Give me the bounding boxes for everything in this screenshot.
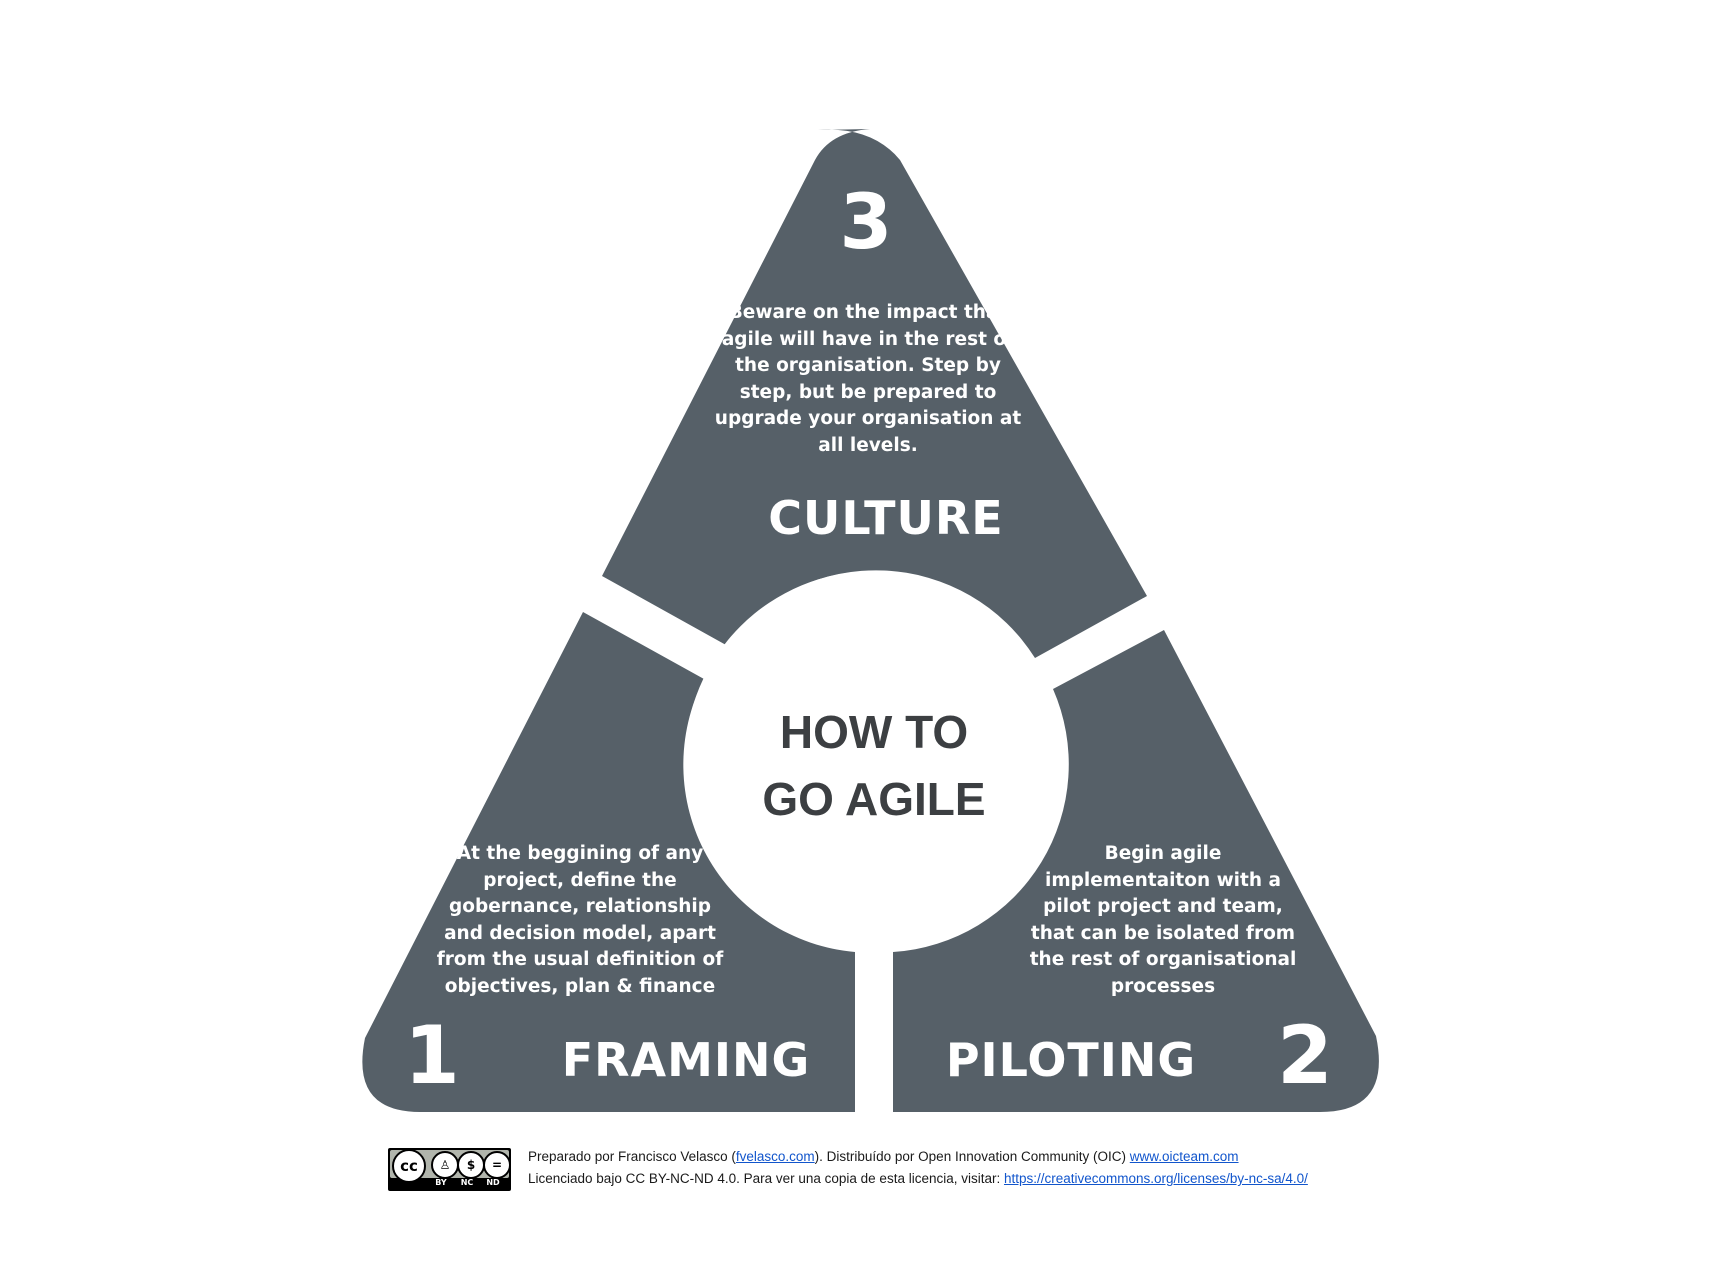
piloting-desc-line: the rest of organisational xyxy=(1030,949,1297,970)
piloting-desc-line: pilot project and team, xyxy=(1043,896,1283,917)
piloting-segment xyxy=(893,630,1379,1112)
piloting-desc-line: Begin agile xyxy=(1105,843,1222,864)
framing-desc-line: At the beggining of any xyxy=(457,843,704,864)
framing-desc-line: gobernance, relationship xyxy=(449,896,711,917)
culture-number: 3 xyxy=(840,177,893,266)
culture-desc-line: upgrade your organisation at xyxy=(715,408,1022,429)
center-title-line1: HOW TO xyxy=(780,706,968,758)
by-label: BY xyxy=(435,1178,447,1187)
nc-icon: $ xyxy=(457,1151,485,1179)
culture-description: Beware on the impact that agile will hav… xyxy=(715,302,1022,456)
credit-prefix: Preparado por Francisco Velasco ( xyxy=(528,1149,736,1164)
creativecommons-link[interactable]: https://creativecommons.org/licenses/by-… xyxy=(1003,1171,1308,1186)
center-title-line2: GO AGILE xyxy=(762,773,985,825)
credit-middle: ). Distribuído por Open Innovation Commu… xyxy=(814,1149,1130,1164)
culture-desc-line: Beware on the impact that xyxy=(729,302,1008,323)
piloting-desc-line: implementaiton with a xyxy=(1045,870,1281,891)
piloting-number: 2 xyxy=(1277,1009,1333,1102)
framing-desc-line: and decision model, apart xyxy=(444,923,716,944)
fvelasco-link[interactable]: fvelasco.com xyxy=(735,1149,815,1164)
license-badge-labels: BY NC ND xyxy=(428,1178,510,1190)
nd-icon: = xyxy=(483,1151,511,1179)
piloting-desc-line: that can be isolated from xyxy=(1031,923,1295,944)
credit-line: Preparado por Francisco Velasco (fvelasc… xyxy=(528,1149,1239,1164)
cc-icon: cc xyxy=(392,1149,426,1183)
license-prefix: Licenciado bajo CC BY-NC-ND 4.0. Para ve… xyxy=(528,1171,1004,1186)
framing-desc-line: project, define the xyxy=(483,870,676,891)
piloting-title: PILOTING xyxy=(946,1033,1196,1087)
framing-desc-line: from the usual definition of xyxy=(437,949,724,970)
nc-label: NC xyxy=(460,1178,474,1187)
framing-desc-line: objectives, plan & finance xyxy=(445,976,715,997)
framing-title: FRAMING xyxy=(562,1033,811,1087)
culture-desc-line: all levels. xyxy=(818,435,917,456)
culture-desc-line: step, but be prepared to xyxy=(740,382,997,403)
piloting-description: Begin agile implementaiton with a pilot … xyxy=(1030,843,1297,997)
by-icon: ♙ xyxy=(431,1151,459,1179)
framing-description: At the beggining of any project, define … xyxy=(437,843,724,997)
nd-label: ND xyxy=(486,1178,500,1187)
culture-segment xyxy=(602,129,1147,658)
license-line: Licenciado bajo CC BY-NC-ND 4.0. Para ve… xyxy=(528,1171,1308,1186)
culture-desc-line: agile will have in the rest of xyxy=(722,329,1015,350)
framing-segment xyxy=(362,612,855,1112)
culture-title: CULTURE xyxy=(768,491,1003,545)
oicteam-link[interactable]: www.oicteam.com xyxy=(1129,1149,1239,1164)
license-badge[interactable]: cc ♙ $ = BY NC ND xyxy=(388,1148,511,1191)
piloting-desc-line: processes xyxy=(1111,976,1215,997)
culture-desc-line: the organisation. Step by xyxy=(735,355,1001,376)
center-circle xyxy=(685,571,1063,949)
framing-number: 1 xyxy=(404,1009,460,1102)
footer: cc ♙ $ = BY NC ND Preparado por Francisco … xyxy=(388,1148,1388,1192)
